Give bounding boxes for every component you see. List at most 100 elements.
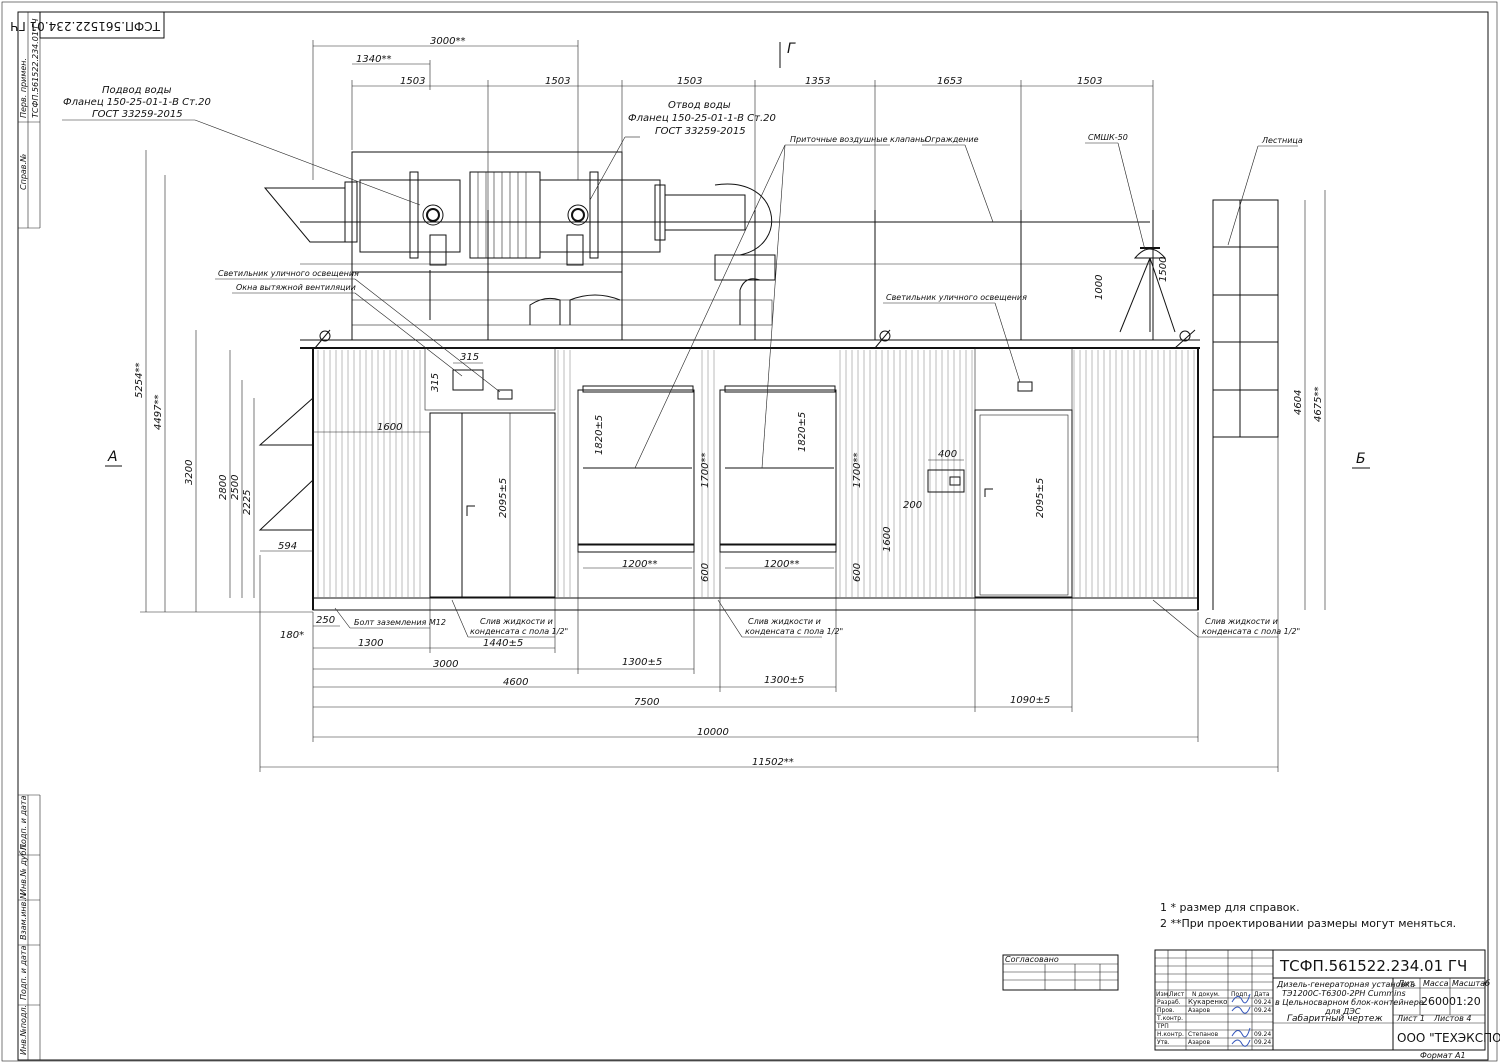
left-height-dimensions: 5254** 4497** 3200 2800 2500 2225 180* [134,150,313,641]
signature-icon [1231,993,1251,1004]
crane-smshk-50 [1119,247,1176,333]
signature-icon [1231,1006,1251,1014]
svg-text:4604: 4604 [1293,390,1304,415]
svg-text:Разраб.: Разраб. [1157,999,1181,1006]
svg-text:4675**: 4675** [1313,387,1324,422]
svg-text:400: 400 [938,449,957,460]
note-2: 2 **При проектировании размеры могут мен… [1160,917,1456,930]
inner-frame [17,11,1489,1061]
svg-text:Ограждение: Ограждение [925,135,979,144]
svg-text:Светильник уличного освещения: Светильник уличного освещения [218,269,359,278]
svg-text:1300±5: 1300±5 [622,657,662,668]
tb-subtitle: Габаритный чертеж [1287,1014,1383,1024]
svg-text:ГОСТ 33259-2015: ГОСТ 33259-2015 [655,126,746,137]
callout-street-light-2: Светильник уличного освещения [883,293,1027,383]
dim-top-3: 1503 [677,76,702,87]
svg-text:Изм.: Изм. [1156,991,1170,998]
strip-doc-code: ТСФП.561522.234.01 ГЧ [31,18,40,118]
svg-text:Степанов: Степанов [1188,1031,1219,1038]
ladder [1212,199,1279,610]
svg-text:Масштаб: Масштаб [1452,979,1490,988]
tb-format: Формат А1 [1420,1051,1466,1060]
svg-text:Лист: Лист [1169,991,1185,998]
svg-text:конденсата с пола 1/2": конденсата с пола 1/2" [1202,627,1300,636]
svg-text:250: 250 [316,615,335,626]
left-hoods [258,397,314,531]
svg-text:594: 594 [278,541,297,552]
svg-text:1700**: 1700** [852,453,863,488]
svg-text:N докум.: N докум. [1192,991,1220,998]
view-a: А [107,449,118,465]
strip-inv-podl: Инв.№подл. [19,1005,28,1055]
svg-text:600: 600 [852,563,863,582]
svg-text:1090±5: 1090±5 [1010,695,1050,706]
svg-text:315: 315 [460,352,479,363]
callout-fence: Ограждение [922,135,994,223]
svg-text:2095±5: 2095±5 [498,478,509,518]
roof-fence [300,210,1154,340]
top-dimensions: 3000** 1340** 1503 1503 1503 1353 1653 1… [312,36,1154,210]
svg-text:Масса: Масса [1423,979,1449,988]
svg-text:1820±5: 1820±5 [594,415,605,455]
svg-text:2800: 2800 [218,475,229,500]
svg-text:для ДЭС: для ДЭС [1324,1007,1361,1016]
svg-text:1300±5: 1300±5 [764,675,804,686]
callout-water-out: Отвод воды Фланец 150-25-01-1-В Ст.20 ГО… [589,100,776,201]
svg-text:180*: 180* [280,630,304,641]
svg-text:конденсата с пола 1/2": конденсата с пола 1/2" [470,627,568,636]
dim-top-2: 1503 [545,76,570,87]
svg-text:09.24: 09.24 [1254,999,1271,1006]
svg-text:Дизель-генераторная установка: Дизель-генераторная установка [1276,980,1415,989]
view-markers: А Б Г [105,41,1370,469]
right-door [927,347,1073,598]
strip-perv-primen: Перв. примен. [19,58,28,118]
left-strip: ТСФП.561522.234.01 ГЧ Перв. примен. Спра… [18,12,41,1060]
callout-ladder: Лестница [1227,136,1303,246]
dim-3000-top: 3000** [430,36,465,47]
svg-text:7500: 7500 [634,697,659,708]
svg-text:Т.контр.: Т.контр. [1156,1015,1183,1022]
svg-text:1000: 1000 [1094,275,1105,300]
strip-sprav: Справ.№ [19,154,28,190]
svg-text:1200**: 1200** [622,559,657,570]
callout-drain-3: Слив жидкости и конденсата с пола 1/2" [1152,599,1300,638]
svg-text:Фланец 150-25-01-1-В Ст.20: Фланец 150-25-01-1-В Ст.20 [628,113,776,124]
svg-text:10000: 10000 [697,727,729,738]
svg-text:Подвод воды: Подвод воды [102,85,172,96]
svg-text:Лист 1: Лист 1 [1396,1014,1425,1023]
bottom-dimensions: 250 1300 1440±5 3000 1300±5 4600 1300±5 … [259,437,1279,772]
svg-text:Азаров: Азаров [1188,1039,1210,1046]
intake-grilles [577,385,837,553]
strip-vzam-inv: Взам.инв.N [19,893,28,940]
svg-text:Утв.: Утв. [1157,1039,1170,1046]
svg-text:Слив жидкости и: Слив жидкости и [748,617,821,626]
svg-text:09.24: 09.24 [1254,1007,1271,1014]
callout-drain-2: Слив жидкости и конденсата с пола 1/2" [717,599,843,638]
title-block: ТСФП.561522.234.01 ГЧ Дизель-генераторна… [1154,949,1500,1060]
tb-scale: 1:20 [1456,995,1481,1008]
svg-text:4600: 4600 [503,677,528,688]
container-body [300,329,1200,611]
strip-inv-dubl: Инв.№ дубл. [19,843,28,895]
svg-text:2225: 2225 [242,490,253,515]
callout-exhaust-window: Окна вытяжной вентиляции [232,283,463,377]
callout-street-light-1: Светильник уличного освещения [215,269,501,393]
dim-1340: 1340** [356,54,391,65]
svg-text:1600: 1600 [377,422,402,433]
svg-text:ГОСТ 33259-2015: ГОСТ 33259-2015 [92,109,183,120]
svg-text:5254**: 5254** [134,363,145,398]
tb-company: ООО "ТЕХЭКСПО" [1397,1031,1500,1045]
svg-text:ТЭ1200С-Т6300-2РН Cummins: ТЭ1200С-Т6300-2РН Cummins [1282,989,1406,998]
svg-text:Лит.: Лит. [1397,979,1416,988]
svg-text:1500: 1500 [1158,257,1169,282]
svg-text:1440±5: 1440±5 [483,638,523,649]
svg-text:Подп.: Подп. [1231,991,1249,998]
svg-text:Приточные воздушные клапаны: Приточные воздушные клапаны [790,135,927,144]
svg-text:1200**: 1200** [764,559,799,570]
svg-text:Болт заземления М12: Болт заземления М12 [354,618,446,627]
signature-icon [1231,1039,1251,1047]
tb-code: ТСФП.561522.234.01 ГЧ [1279,957,1467,975]
svg-text:конденсата с пола 1/2": конденсата с пола 1/2" [745,627,843,636]
svg-text:2500: 2500 [230,475,241,500]
